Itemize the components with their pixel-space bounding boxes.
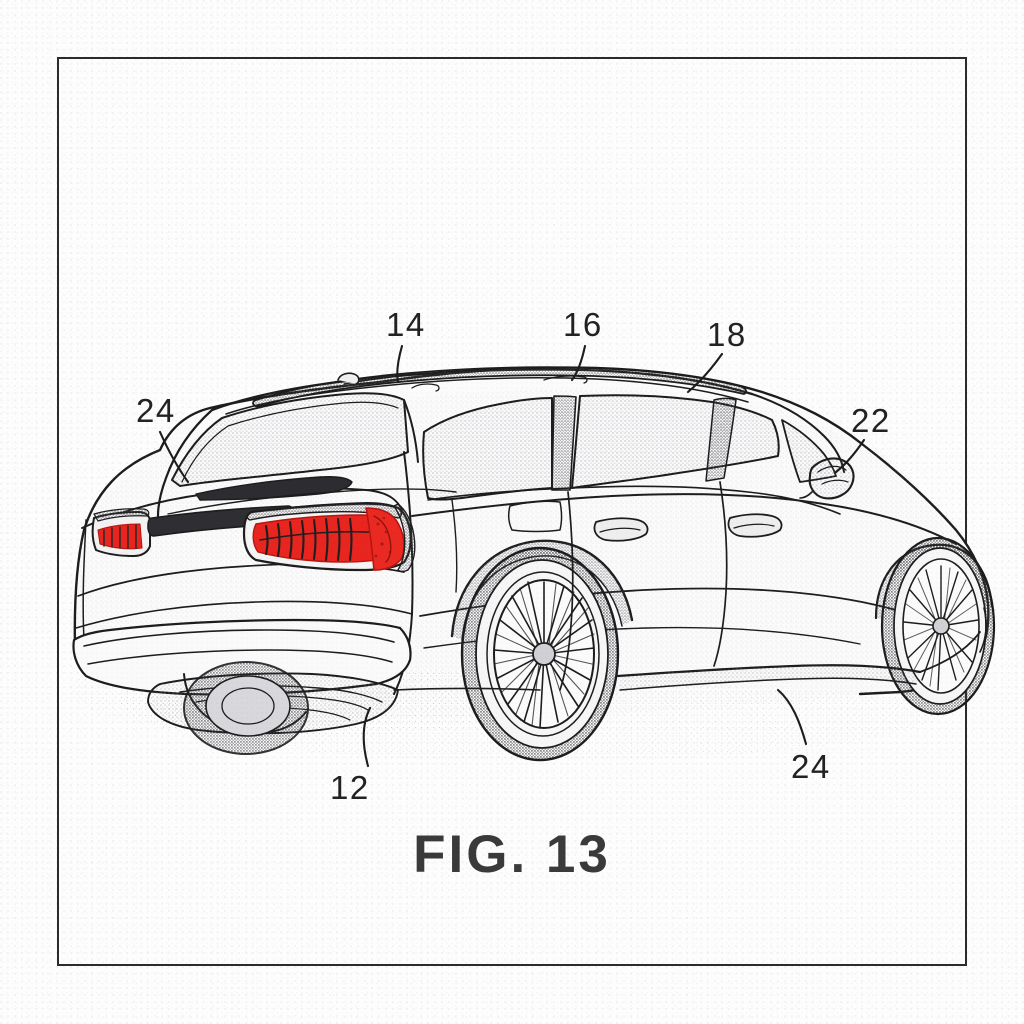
greenhouse (156, 366, 845, 518)
front-lower-cladding (919, 607, 987, 673)
reference-numeral-14: 14 (386, 306, 426, 343)
reference-numeral-22: 22 (851, 402, 891, 439)
tail-lamp-left (91, 508, 151, 557)
doors (451, 457, 855, 691)
leader-16 (570, 344, 587, 382)
b-pillar (551, 395, 577, 491)
leader-24a (158, 430, 190, 484)
tail-lamp-right (242, 502, 416, 573)
leader-24b (776, 688, 808, 746)
rear-door-handle (593, 517, 649, 542)
reference-numeral-18: 18 (707, 316, 747, 353)
leader-14 (396, 344, 404, 384)
side-mirror (799, 457, 855, 500)
figure-caption: FIG. 13 (413, 825, 611, 884)
vehicle-drawing (70, 344, 996, 768)
leader-18 (686, 352, 724, 394)
fuel-filler-flap (507, 500, 563, 533)
leader-lines (158, 344, 866, 768)
rear-wheel-far (183, 661, 309, 755)
rocker-cladding (393, 664, 922, 691)
rear-wheel (450, 539, 634, 762)
reference-numeral-16: 16 (563, 306, 603, 343)
a-pillar (705, 397, 737, 482)
leader-22 (834, 438, 866, 474)
tail-lamp-assembly (91, 502, 416, 573)
reference-numeral-24-lower: 24 (791, 748, 831, 785)
front-door-handle (727, 513, 783, 538)
leader-12 (362, 706, 372, 768)
roof-rails (252, 366, 747, 408)
reference-numeral-24-upper: 24 (136, 392, 176, 429)
reference-numeral-12: 12 (330, 769, 370, 806)
rear-window (171, 392, 409, 501)
figure-border (57, 57, 967, 966)
